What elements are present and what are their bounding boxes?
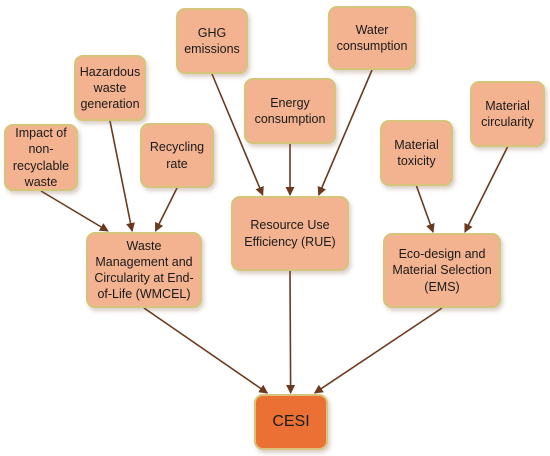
node-label: CESI — [272, 412, 310, 430]
edge-rue-to-cesi — [286, 270, 296, 394]
edge-non_recyclable-to-wmcel — [40, 190, 109, 232]
node-cesi: CESI — [254, 394, 328, 450]
node-label: Impact of non-recyclable waste — [12, 126, 70, 189]
edge-water-to-rue — [317, 69, 373, 196]
node-resource-use-efficiency: Resource Use Efficiency (RUE) — [231, 196, 349, 271]
node-material-circularity: Material circularity — [470, 81, 545, 147]
edge-ghg-to-rue — [211, 73, 264, 196]
edge-wmcel-to-cesi — [143, 307, 269, 394]
node-eco-design-material-selection: Eco-design and Material Selection (EMS) — [383, 233, 501, 308]
edge-recycling-to-wmcel — [154, 187, 178, 232]
edge-ems-to-cesi — [313, 307, 443, 394]
node-label: Waste Management and Circularity at End-… — [94, 238, 194, 302]
node-waste-management-circularity: Waste Management and Circularity at End-… — [86, 232, 202, 308]
node-label: Material circularity — [481, 98, 534, 129]
node-label: Water consumption — [336, 22, 408, 53]
node-label: Eco-design and Material Selection (EMS) — [392, 247, 492, 294]
node-label: Recycling rate — [149, 140, 205, 171]
node-material-toxicity: Material toxicity — [380, 120, 453, 186]
node-impact-non-recyclable-waste: Impact of non-recyclable waste — [4, 124, 78, 191]
edge-toxicity-to-ems — [415, 185, 435, 233]
node-energy-consumption: Energy consumption — [244, 78, 336, 144]
node-label: Energy consumption — [254, 95, 326, 126]
node-water-consumption: Water consumption — [328, 6, 416, 70]
node-label: GHG emissions — [184, 25, 240, 56]
node-label: Resource Use Efficiency (RUE) — [244, 218, 336, 249]
node-label: Material toxicity — [394, 137, 439, 168]
node-ghg-emissions: GHG emissions — [176, 8, 248, 74]
edge-material_circ-to-ems — [464, 146, 509, 233]
node-recycling-rate: Recycling rate — [140, 123, 214, 188]
node-label: Hazardous waste generation — [79, 64, 141, 112]
edge-hazardous-to-wmcel — [109, 120, 135, 232]
node-hazardous-waste-generation: Hazardous waste generation — [74, 55, 146, 121]
